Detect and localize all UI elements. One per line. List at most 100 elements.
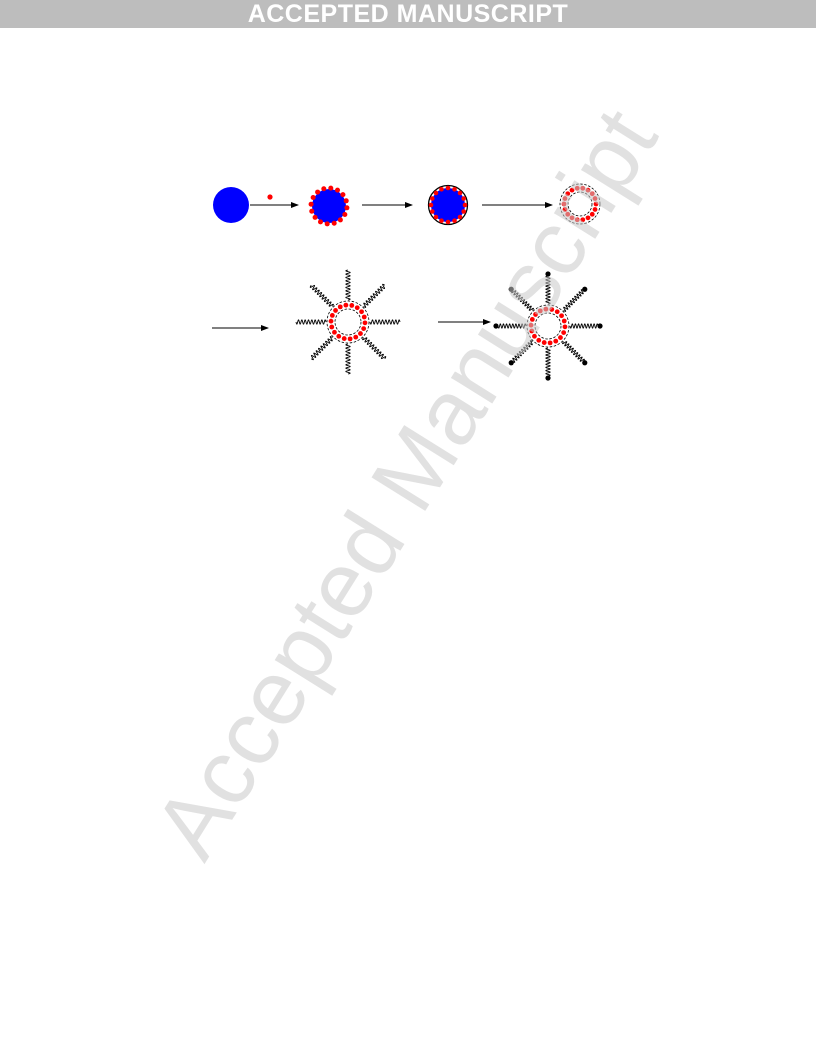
- embedded-nanoparticle: [462, 202, 468, 208]
- embedded-nanoparticle: [461, 196, 467, 201]
- shell-nanoparticle: [541, 340, 547, 345]
- shell-nanoparticle: [528, 322, 534, 328]
- polymer-chain: [545, 275, 551, 305]
- surface-nanoparticle: [321, 186, 327, 192]
- embedded-nanoparticle: [428, 202, 434, 208]
- embedded-nanoparticle: [461, 209, 467, 214]
- surface-nanoparticle: [337, 217, 343, 223]
- polymer-chain: [569, 323, 599, 329]
- polymer-chain: [362, 337, 387, 360]
- shell-nanoparticle: [561, 330, 567, 336]
- surface-nanoparticle: [317, 219, 323, 225]
- embedded-nanoparticle: [445, 219, 451, 225]
- shell-nanoparticle: [343, 302, 349, 308]
- shell-nanoparticle: [532, 333, 537, 339]
- polymer-chain: [310, 336, 333, 361]
- shell-nanoparticle: [593, 201, 599, 207]
- surface-nanoparticle: [312, 214, 318, 220]
- embedded-nanoparticle: [457, 190, 463, 196]
- shell-outline: [427, 184, 469, 226]
- shell-nanoparticle: [354, 305, 360, 311]
- chain-end-group: [545, 375, 551, 381]
- core-sphere: [431, 188, 465, 222]
- scheme-row-1: [213, 183, 601, 227]
- polymer-chain: [369, 319, 401, 325]
- shell-nanoparticle: [359, 309, 364, 315]
- embedded-nanoparticle: [452, 218, 457, 224]
- surface-nanoparticle: [343, 198, 349, 204]
- shell-nanoparticle: [554, 309, 560, 315]
- capsule-inner-wall: [534, 312, 562, 340]
- polymer-chain: [561, 341, 585, 362]
- embedded-nanoparticle: [433, 214, 439, 220]
- shell-nanoparticle: [558, 335, 563, 340]
- shell-nanoparticle: [574, 185, 580, 191]
- grafted-capsule: [295, 269, 401, 375]
- surface-nanoparticle: [328, 185, 334, 191]
- shell-nanoparticle: [562, 207, 568, 212]
- embedded-nanoparticle: [429, 196, 435, 201]
- surface-nanoparticle: [331, 220, 337, 226]
- shell-nanoparticle: [361, 326, 367, 332]
- shell-nanoparticle: [361, 314, 367, 320]
- polymer-chain: [295, 319, 327, 325]
- polymer-chain: [309, 284, 334, 307]
- chain-end-group: [597, 323, 603, 329]
- shell-nanoparticle: [559, 313, 564, 319]
- shell-nanoparticle: [574, 217, 580, 223]
- polymer-chain: [512, 339, 533, 363]
- shell-nanoparticle: [589, 191, 595, 197]
- surface-nanoparticle: [310, 194, 316, 200]
- shell-nanoparticle: [529, 328, 535, 334]
- shell-nanoparticle: [358, 331, 363, 336]
- shell-nanoparticle: [561, 318, 567, 324]
- decorated-core: [308, 185, 350, 227]
- chain-end-group: [508, 286, 514, 292]
- shell-nanoparticle: [543, 306, 549, 312]
- shell-nanoparticle: [333, 308, 338, 313]
- embedded-nanoparticle: [433, 190, 439, 196]
- embedded-nanoparticle: [439, 186, 444, 192]
- chain-end-group: [508, 360, 514, 366]
- shell-nanoparticle: [580, 217, 586, 223]
- shell-nanoparticle: [347, 336, 353, 342]
- capsule-outer-wall: [559, 183, 601, 225]
- shell-nanoparticle: [589, 211, 595, 217]
- banner-title: ACCEPTED MANUSCRIPT: [247, 0, 569, 28]
- shell-nanoparticle: [341, 336, 347, 341]
- core-sphere: [312, 189, 346, 223]
- shell-nanoparticle: [549, 307, 555, 312]
- core-sphere: [213, 187, 249, 223]
- shell-nanoparticle: [336, 333, 342, 339]
- functionalised-capsule: [493, 271, 603, 381]
- hollow-capsule: [559, 183, 601, 225]
- shell-nanoparticle: [337, 304, 343, 310]
- capsule-inner-wall: [567, 191, 593, 217]
- polymer-chain: [345, 343, 351, 375]
- embedded-nanoparticle: [439, 218, 444, 224]
- shell-nanoparticle: [592, 207, 598, 212]
- shell-nanoparticle: [592, 196, 598, 201]
- shell-nanoparticle: [332, 329, 337, 335]
- surface-nanoparticle: [308, 201, 314, 207]
- shell-nanoparticle: [562, 196, 568, 201]
- polymer-chain: [363, 283, 386, 308]
- embedded-nanoparticle: [457, 214, 463, 220]
- surface-nanoparticle: [335, 187, 341, 193]
- shell-nanoparticle: [349, 303, 355, 308]
- shell-nanoparticle: [569, 187, 575, 193]
- shell-nanoparticle: [328, 318, 334, 324]
- shell-nanoparticle: [329, 324, 335, 330]
- surface-nanoparticle: [315, 189, 321, 195]
- shell-nanoparticle: [536, 337, 542, 343]
- shell-nanoparticle: [353, 334, 359, 340]
- shell-nanoparticle: [565, 191, 571, 197]
- shell-nanoparticle: [329, 312, 335, 318]
- polymer-chain: [497, 323, 527, 329]
- shell-nanoparticle: [562, 324, 568, 330]
- shell-nanoparticle: [537, 308, 543, 314]
- shell-nanoparticle: [561, 201, 567, 207]
- shell-nanoparticle: [569, 215, 575, 221]
- shell-nanoparticle: [565, 211, 571, 217]
